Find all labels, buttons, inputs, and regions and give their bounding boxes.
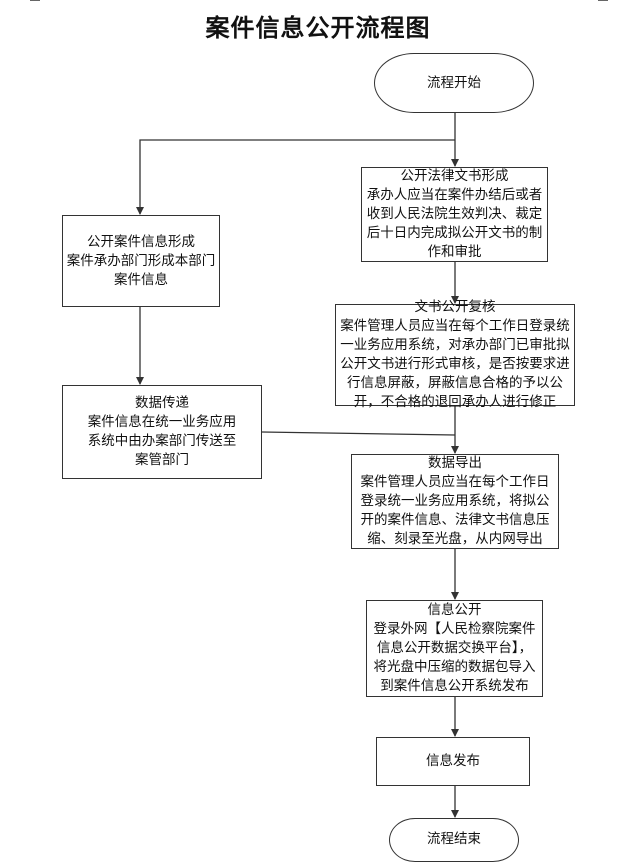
node-text-line: 案件信息 — [114, 271, 168, 288]
node-legal-doc-formation: 公开法律文书形成承办人应当在案件办结后或者收到人民法院生效判决、裁定后十日内完成… — [361, 167, 548, 262]
node-text-line: 一业务应用系统，对承办部门已审批拟 — [340, 337, 570, 353]
page-title: 案件信息公开流程图 — [205, 13, 431, 42]
arrow-split-to-case-info — [136, 139, 455, 215]
node-heading: 流程结束 — [427, 831, 481, 847]
node-heading: 文书公开复核 — [414, 299, 496, 315]
node-text-line: 承办人应当在案件办结后或者 — [366, 187, 543, 203]
node-text-line: 案件信息在统一业务应用 — [87, 414, 237, 430]
node-heading: 信息公开 — [427, 602, 482, 618]
node-start: 流程开始 — [374, 53, 534, 113]
node-document-review: 文书公开复核案件管理人员应当在每个工作日登录统一业务应用系统，对承办部门已审批拟… — [335, 299, 575, 410]
node-text-line: 开，不合格的退回承办人进行修正 — [353, 394, 557, 410]
node-text-line: 公开文书进行形式审核，是否按要求进 — [340, 356, 570, 372]
node-heading: 信息发布 — [426, 753, 480, 769]
node-data-export: 数据导出案件管理人员应当在每个工作日登录统一业务应用系统，将拟公开的案件信息、法… — [351, 454, 559, 549]
node-text-line: 案件管理人员应当在每个工作日 — [360, 474, 550, 490]
node-text-line: 登录外网【人民检察院案件 — [373, 621, 536, 637]
node-information-release: 信息发布 — [376, 737, 530, 786]
node-text-line: 收到人民法院生效判决、裁定 — [366, 206, 543, 222]
node-text-line: 案管部门 — [135, 452, 189, 468]
node-text-line: 登录统一业务应用系统，将拟公 — [360, 493, 550, 509]
node-heading: 公开法律文书形成 — [400, 168, 509, 184]
node-end: 流程结束 — [389, 818, 519, 862]
node-text-line: 信息公开数据交换平台】， — [376, 640, 533, 656]
node-heading: 公开案件信息形成 — [87, 233, 195, 250]
node-text-line: 将光盘中压缩的数据包导入 — [373, 659, 536, 675]
page-corner-mark-right — [598, 0, 608, 1]
node-case-info-formation: 公开案件信息形成案件承办部门形成本部门案件信息 — [62, 215, 220, 307]
node-text-line: 到案件信息公开系统发布 — [380, 678, 529, 694]
node-text-line: 缩、刻录至光盘，从内网导出 — [367, 531, 543, 547]
node-heading: 数据传递 — [135, 395, 189, 411]
node-text-line: 后十日内完成拟公开文书的制 — [366, 225, 543, 241]
node-heading: 流程开始 — [427, 74, 481, 91]
node-text-line: 案件承办部门形成本部门 — [66, 252, 216, 269]
node-text-line: 系统中由办案部门传送至 — [87, 433, 237, 449]
node-information-disclosure: 信息公开登录外网【人民检察院案件信息公开数据交换平台】， 将光盘中压缩的数据包导入… — [366, 600, 543, 697]
node-text-line: 行信息屏蔽，屏蔽信息合格的予以公 — [347, 375, 563, 391]
arrow-transfer-to-merge — [261, 431, 456, 436]
node-heading: 数据导出 — [428, 455, 482, 471]
page-corner-mark-left — [30, 0, 40, 1]
node-text-line: 作和审批 — [427, 244, 482, 260]
node-text-line: 案件管理人员应当在每个工作日登录统 — [340, 318, 570, 334]
node-text-line: 开的案件信息、法律文书信息压 — [360, 512, 550, 528]
node-data-transfer: 数据传递案件信息在统一业务应用系统中由办案部门传送至案管部门 — [62, 385, 262, 479]
